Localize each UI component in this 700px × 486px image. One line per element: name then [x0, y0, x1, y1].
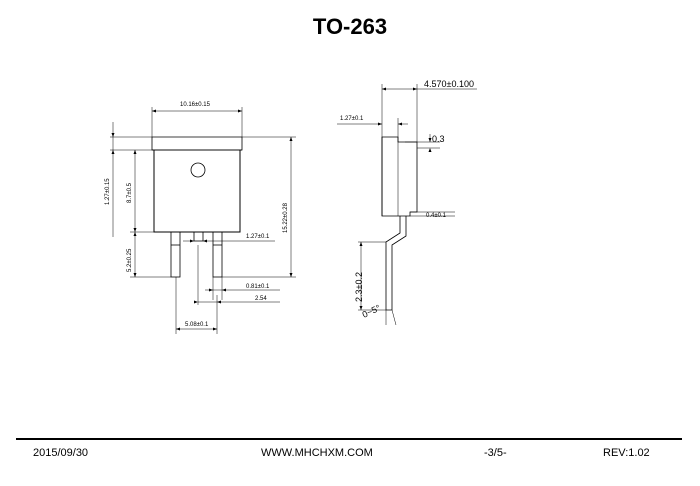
body-width-label: 10.16±0.15 — [180, 102, 211, 108]
footer-date: 2015/09/30 — [33, 447, 89, 459]
lead-span-label: 5.08±0.1 — [185, 322, 209, 328]
footer-page-number: -3/5- — [484, 447, 507, 459]
footer-divider — [16, 438, 682, 440]
front-view — [110, 107, 296, 334]
foot-length-label: 2.3±0.2 — [354, 272, 364, 302]
side-view — [337, 84, 477, 326]
tab-height-label: 1.27±0.15 — [105, 178, 111, 205]
lead-thickness-label: 0.81±0.1 — [246, 284, 270, 290]
body-height-label: 8.7±0.5 — [127, 182, 133, 203]
standoff-label: 0.3 — [432, 134, 445, 144]
overall-thickness-label: 4.570±0.100 — [424, 79, 474, 89]
side-lead-thickness-label: 0.4±0.1 — [426, 213, 447, 219]
side-profile — [381, 136, 418, 217]
total-height-label: 15.22±0.28 — [283, 202, 289, 233]
mounting-hole — [190, 162, 206, 178]
footer-revision: REV:1.02 — [603, 447, 650, 459]
left-lead — [170, 231, 181, 278]
right-lead — [212, 231, 223, 278]
foot-angle-label: 0~5° — [361, 303, 383, 320]
tab-thickness-label: 1.27±0.1 — [340, 116, 364, 122]
page-title: TO-263 — [312, 14, 388, 39]
package-body — [153, 150, 241, 233]
side-lead — [385, 216, 407, 311]
footer-website: WWW.MHCHXM.COM — [261, 447, 373, 459]
package-tab — [151, 136, 243, 151]
center-lead-stub — [193, 231, 204, 242]
lead-length-label: 5.2±0.25 — [127, 248, 133, 272]
pitch-label: 2.54 — [255, 296, 267, 302]
lead-width-label: 1.27±0.1 — [246, 234, 270, 240]
